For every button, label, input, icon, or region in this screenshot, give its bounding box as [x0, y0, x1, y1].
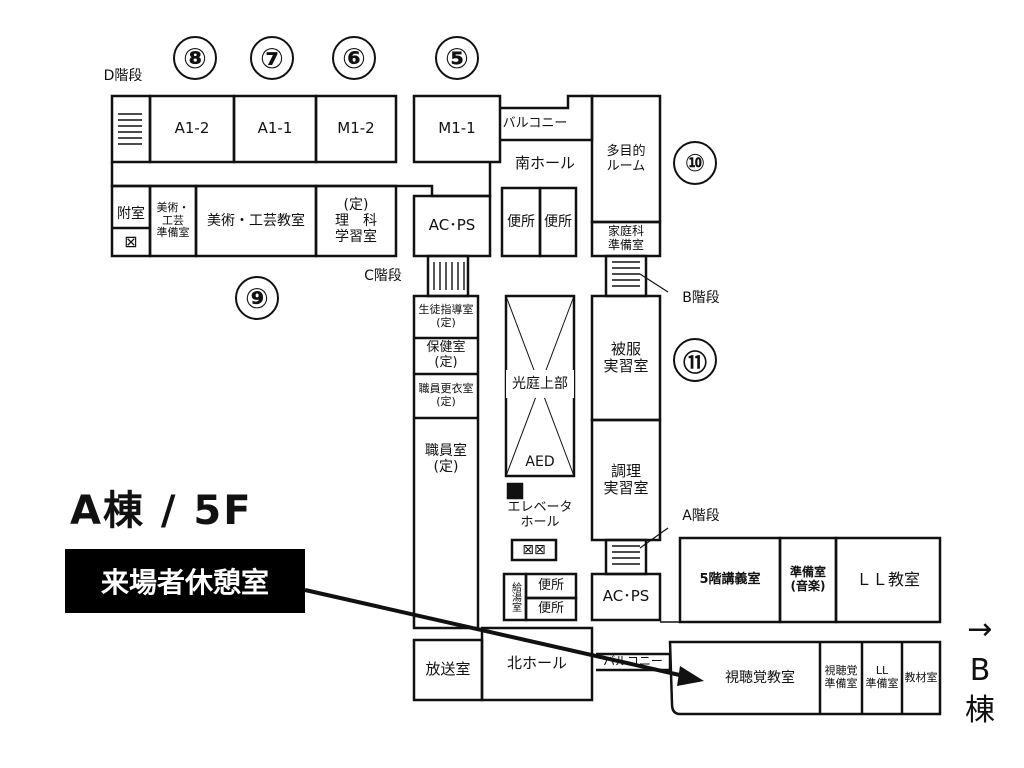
room-hot-water: 給湯室 — [509, 582, 521, 612]
room-toilet-4: 便所 — [537, 600, 564, 616]
science-room-outline — [314, 184, 398, 258]
room-courtyard: 光庭上部 — [506, 370, 574, 398]
room-a1-2: A1-2 — [174, 119, 210, 138]
room-staff-room: 職員室 (定) — [425, 442, 467, 475]
stairs-c-label: C階段 — [364, 267, 402, 284]
room-art-craft: 美術・工芸教室 — [207, 212, 305, 229]
room-staff-locker: 職員更衣室 (定) — [418, 382, 474, 408]
ev-fixtures-outline — [510, 538, 558, 562]
room-av-prep: 視聴覚 準備室 — [824, 664, 858, 690]
north-hall-outline — [480, 626, 594, 702]
room-annex: 附室 — [117, 205, 145, 222]
room-m1-1-outline — [412, 94, 502, 164]
building-b-suffix: 棟 — [965, 693, 995, 728]
toilet-2-outline — [538, 186, 578, 258]
stairs-d-label: D階段 — [103, 67, 143, 84]
room-multipurpose: 多目的 ルーム — [606, 144, 646, 174]
room-ll-prep: LL 準備室 — [865, 664, 899, 690]
a-stairwell — [604, 538, 648, 576]
room-lecture-5f: 5階講義室 — [699, 571, 761, 587]
room-annex-box-icon: ⊠ — [124, 231, 138, 251]
room-a1-1: A1-1 — [257, 119, 293, 138]
room-health: 保健室 (定) — [426, 340, 466, 370]
area-number-9: ⑨ — [235, 276, 279, 320]
room-toilet-3: 便所 — [537, 577, 564, 593]
room-toilet-2: 便所 — [544, 213, 572, 230]
room-balcony-top: バルコニー — [502, 115, 568, 131]
room-m1-2-outline — [314, 94, 398, 164]
room-south-hall: 南ホール — [514, 154, 575, 173]
room-art-craft-prep: 美術・ 工芸 準備室 — [156, 201, 190, 240]
room-broadcast: 放送室 — [425, 660, 471, 679]
room-materials: 教材室 — [904, 670, 938, 684]
ac-ps-bottom-outline — [590, 572, 662, 622]
right-arrow-icon: → — [967, 612, 993, 647]
upper-corridor-wall — [110, 162, 492, 198]
elevator-box — [506, 482, 524, 500]
area-number-11: ⑪ — [673, 338, 717, 382]
room-ll-class: ＬＬ教室 — [855, 569, 920, 589]
visitor-rest-room-badge: 来場者休憩室 — [65, 549, 305, 613]
toilet-4-outline — [524, 596, 578, 622]
room-m1-1: M1-1 — [438, 119, 476, 138]
area-number-5: ⑤ — [435, 36, 479, 80]
building-floor-title: A棟 / 5F — [70, 488, 253, 534]
room-av-class: 視聴覚教室 — [725, 669, 795, 686]
room-cooking: 調理 実習室 — [603, 461, 649, 497]
area-number-7: ⑦ — [250, 36, 294, 80]
room-toilet-1: 便所 — [507, 213, 535, 230]
to-building-b: → B 棟 — [958, 610, 1002, 732]
room-aed: AED — [525, 453, 555, 470]
area-number-6: ⑥ — [332, 36, 376, 80]
room-balcony-bottom: バルコニー — [603, 654, 663, 669]
room-ac-ps-top: AC･PS — [428, 216, 476, 235]
room-ev-fixtures: ⊠⊠ — [522, 541, 546, 558]
building-b-letter: B — [969, 652, 991, 688]
room-ac-ps-bottom: AC･PS — [602, 587, 650, 606]
room-m1-2: M1-2 — [337, 119, 375, 138]
room-science: (定) 理 科 学習室 — [335, 196, 377, 246]
balcony-top-outline — [500, 94, 594, 142]
stairs-b-label: B階段 — [682, 289, 720, 306]
stairs-a-label: A階段 — [682, 507, 720, 524]
room-north-hall: 北ホール — [506, 654, 567, 673]
av-class-outline — [668, 640, 942, 716]
room-home-ec-prep: 家庭科 準備室 — [607, 224, 644, 252]
area-number-10: ⑩ — [673, 141, 717, 185]
room-elevator-hall: エレベータ ホール — [507, 500, 573, 530]
room-guidance: 生徒指導室 (定) — [418, 303, 474, 329]
d-stairwell — [110, 94, 152, 164]
route-arrow — [304, 588, 704, 686]
room-clothing: 被服 実習室 — [603, 339, 649, 375]
area-number-8: ⑧ — [173, 36, 217, 80]
room-music-prep: 準備室 (音楽) — [789, 565, 826, 593]
